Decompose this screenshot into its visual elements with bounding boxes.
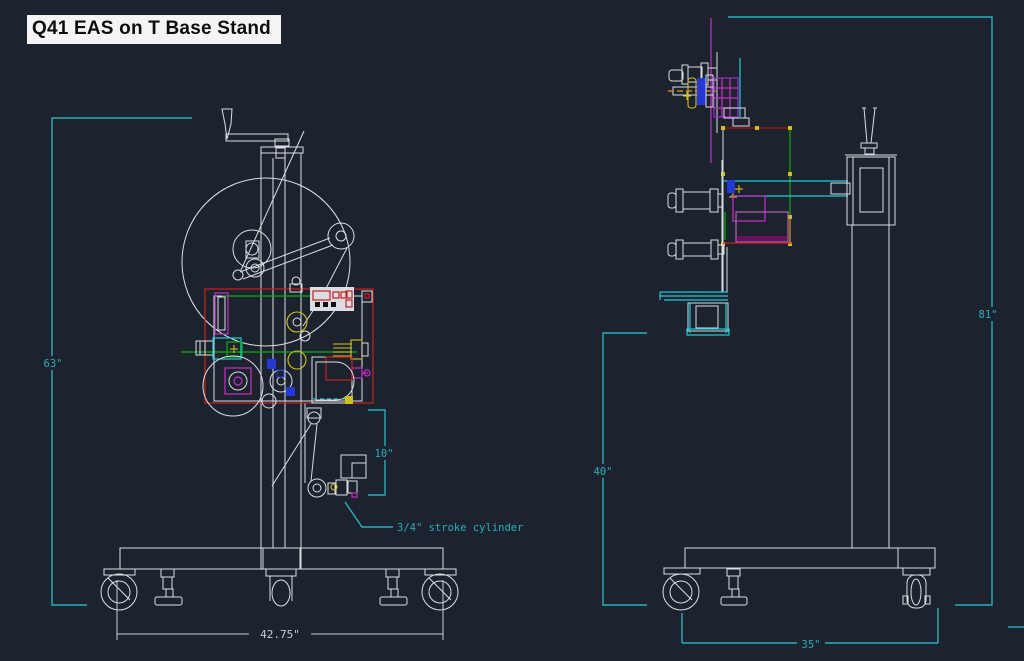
side-view: 81" 40" 35" bbox=[590, 16, 1024, 651]
dimension-front-height: 63" bbox=[39, 117, 192, 606]
crank-handle-front bbox=[221, 108, 290, 147]
mast-front bbox=[260, 146, 306, 569]
dimension-front-width: 42.75" bbox=[116, 580, 444, 641]
front-view: 63" bbox=[39, 108, 523, 641]
base-side bbox=[662, 547, 936, 611]
drawing-title: Q41 EAS on T Base Stand bbox=[27, 15, 281, 44]
dimension-side-column: 40" bbox=[590, 332, 647, 606]
pad-bracket-side bbox=[659, 291, 730, 336]
dimension-front-height-label: 63" bbox=[44, 358, 63, 370]
dimension-front-width-label: 42.75" bbox=[260, 628, 300, 641]
applicator-body-side bbox=[721, 160, 792, 292]
reel-spindle-side bbox=[668, 18, 750, 163]
base-front bbox=[100, 547, 459, 611]
stroke-cylinder-note-label: 3/4" stroke cylinder bbox=[397, 522, 523, 534]
label-reel bbox=[181, 130, 355, 347]
stroke-cylinder-note: 3/4" stroke cylinder bbox=[344, 501, 523, 534]
dimension-front-stroke: 10" bbox=[368, 409, 397, 496]
stroke-cylinder-assembly bbox=[271, 407, 367, 498]
applicator-frame-side bbox=[721, 126, 792, 292]
mounting-arms-side bbox=[723, 180, 851, 201]
dimension-side-width: 35" bbox=[681, 608, 1024, 651]
dimension-side-column-label: 40" bbox=[594, 466, 613, 478]
dimension-side-height-label: 81" bbox=[979, 309, 998, 321]
mast-side bbox=[845, 107, 897, 548]
applicator-front bbox=[181, 276, 374, 417]
dimension-front-stroke-label: 10" bbox=[375, 448, 394, 460]
dimension-side-height: 81" bbox=[728, 16, 1002, 606]
dimension-side-width-label: 35" bbox=[802, 639, 821, 651]
rollers-side bbox=[667, 188, 725, 260]
